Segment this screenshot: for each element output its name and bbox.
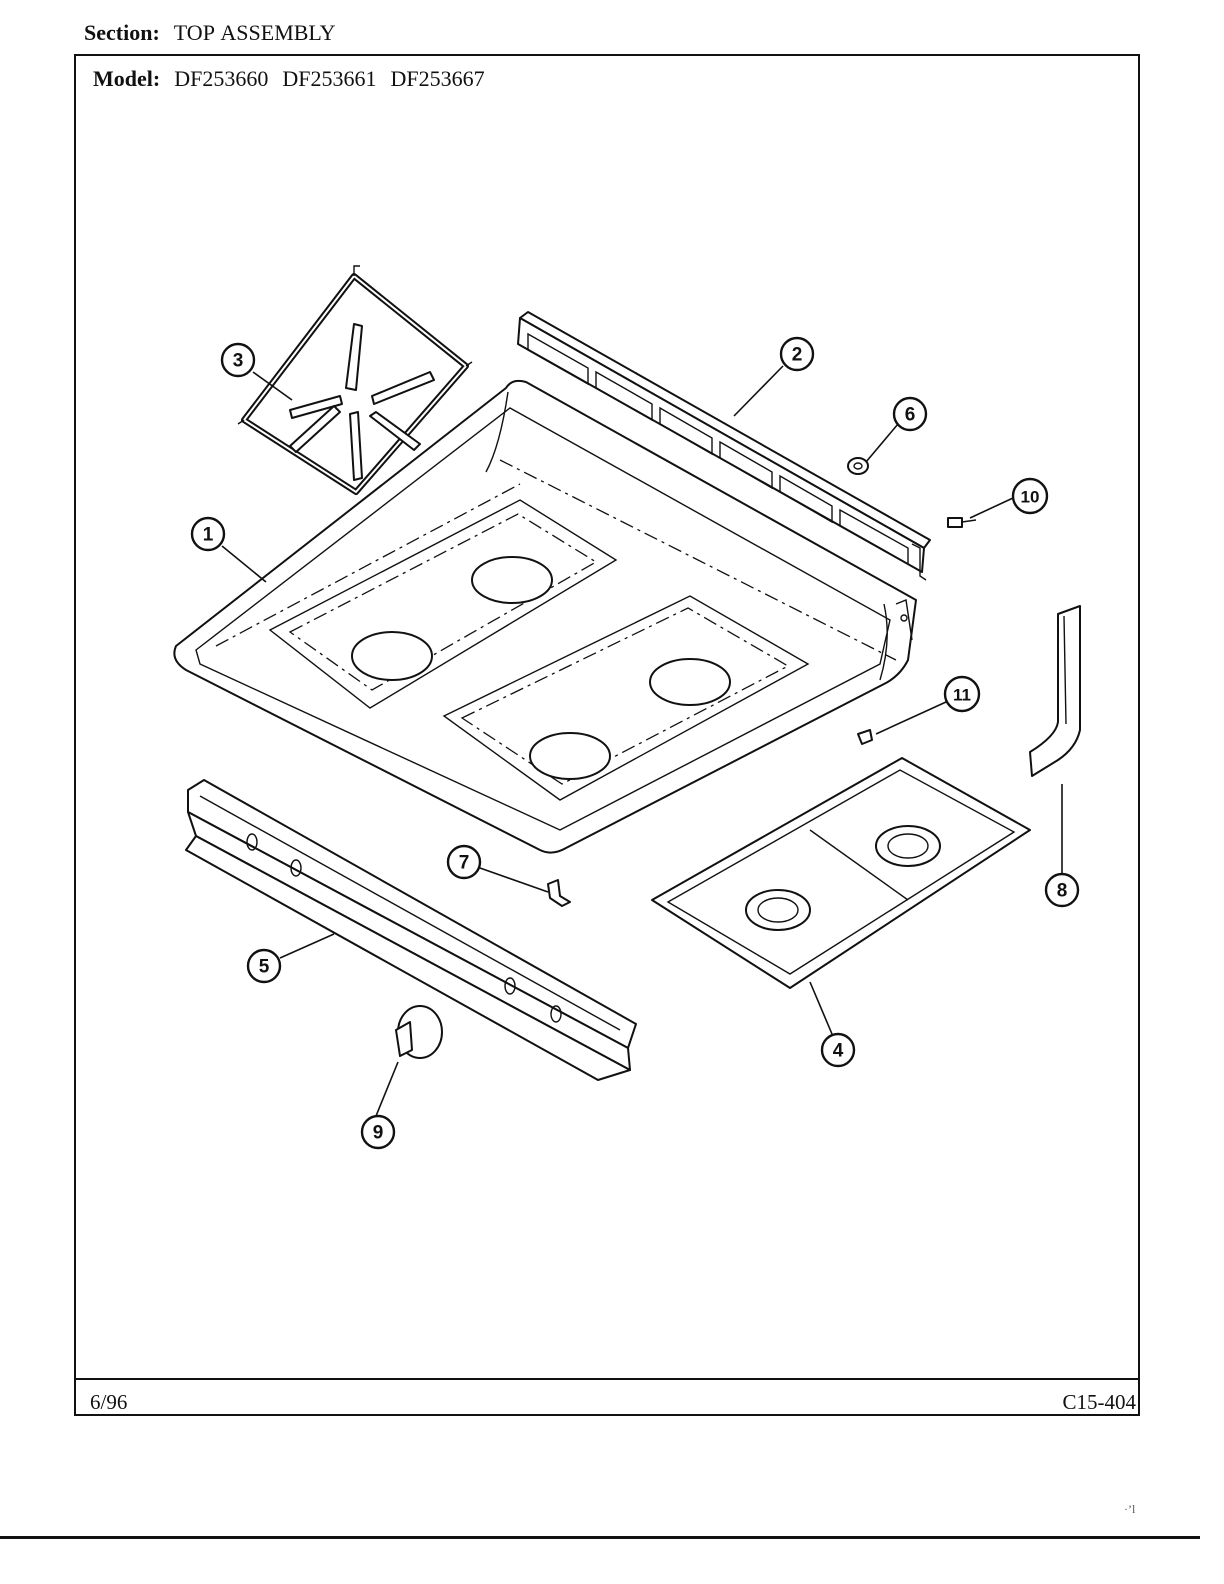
- footer-code: C15-404: [1062, 1390, 1137, 1414]
- model-number: DF253661: [282, 66, 377, 91]
- bottom-rule: [0, 1536, 1200, 1539]
- callout-9: 9: [360, 1114, 396, 1150]
- diagram-frame: [74, 54, 1140, 1416]
- svg-text:8: 8: [1057, 881, 1068, 902]
- svg-text:3: 3: [233, 351, 244, 372]
- screw-part-10: [947, 517, 977, 528]
- leader-lines: [221, 365, 1063, 1117]
- corner-mark: ·’l: [1124, 1502, 1136, 1516]
- model-number: DF253660: [174, 66, 269, 91]
- screw-part-6: [847, 457, 869, 475]
- backguard-vent-panel: [517, 311, 931, 581]
- svg-text:1: 1: [203, 525, 214, 546]
- callout-8: 8: [1044, 872, 1080, 908]
- model-line: Model: DF253660 DF253661 DF253667: [93, 66, 499, 92]
- callout-6: 6: [892, 396, 928, 432]
- model-number: DF253667: [390, 66, 485, 91]
- clip-part-11: [857, 729, 873, 745]
- callout-11: 11: [943, 675, 981, 713]
- clip-part-7: [547, 879, 571, 907]
- callout-1: 1: [190, 516, 226, 552]
- callout-3: 3: [220, 342, 256, 378]
- svg-text:7: 7: [459, 853, 470, 874]
- section-label: Section:: [84, 20, 160, 45]
- burner-grate: [237, 265, 473, 495]
- svg-text:9: 9: [373, 1123, 384, 1144]
- callout-10: 10: [1011, 477, 1049, 515]
- model-label: Model:: [93, 66, 161, 91]
- svg-text:2: 2: [792, 345, 803, 366]
- footer-date: 6/96: [90, 1390, 128, 1414]
- knob-part-9: [395, 1005, 443, 1059]
- footer-divider: [74, 1378, 1140, 1380]
- callout-7: 7: [446, 844, 482, 880]
- section-line: Section: TOP ASSEMBLY: [84, 20, 336, 46]
- control-panel: [185, 779, 637, 1081]
- svg-text:5: 5: [259, 957, 270, 978]
- cooktop-main-top: [173, 379, 917, 854]
- side-trim: [1029, 605, 1081, 777]
- svg-text:6: 6: [905, 405, 916, 426]
- callout-2: 2: [779, 336, 815, 372]
- svg-text:11: 11: [953, 686, 971, 705]
- model-list: DF253660 DF253661 DF253667: [174, 66, 498, 91]
- callout-4: 4: [820, 1032, 856, 1068]
- svg-text:10: 10: [1021, 488, 1040, 507]
- burner-box: [651, 757, 1031, 989]
- callout-5: 5: [246, 948, 282, 984]
- section-value: TOP ASSEMBLY: [173, 20, 336, 45]
- svg-text:4: 4: [833, 1041, 844, 1062]
